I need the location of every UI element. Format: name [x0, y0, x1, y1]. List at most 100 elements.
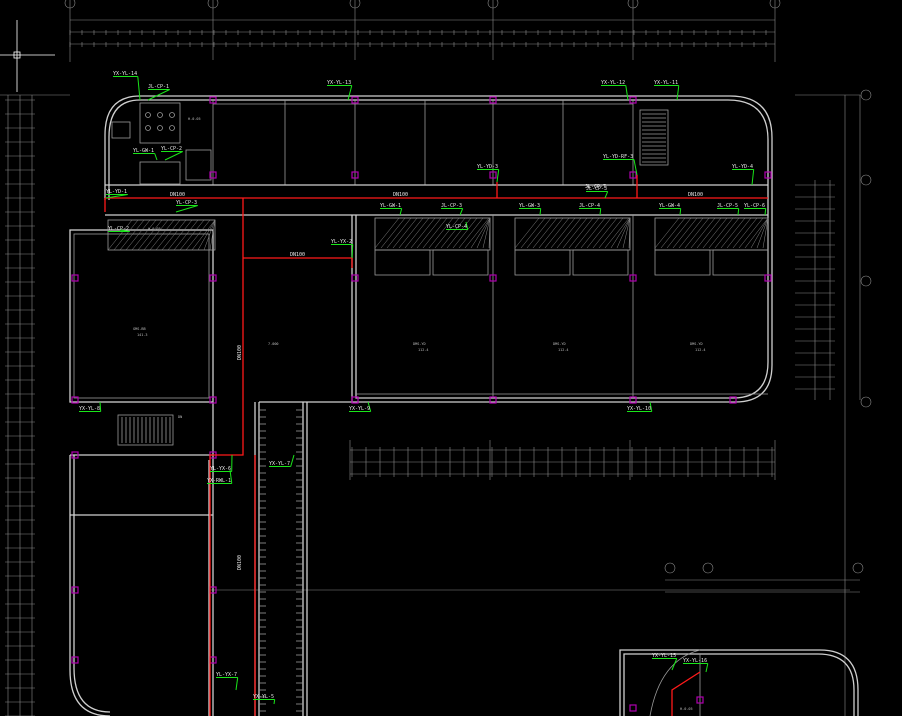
room-area-west: 141.3 [137, 333, 148, 337]
leader-line [465, 221, 469, 230]
equipment-label-row-13[interactable]: YL-CP-6 [744, 203, 765, 209]
stair-north [639, 109, 669, 166]
leader-line [137, 76, 141, 101]
equipment-label-mid-02[interactable]: YL-YD-RF-3 [603, 154, 633, 160]
equipment-label-row-08[interactable]: YL-CP-4 [446, 224, 467, 230]
equipment-label-bot-02[interactable]: YX-YL-5 [253, 694, 274, 700]
left-dimension-lines [0, 94, 70, 716]
equipment-label-row-06[interactable]: YL-GW-1 [380, 203, 401, 209]
leader-line [347, 85, 353, 101]
h-mark-lower: H-0.05 [680, 707, 693, 711]
equipment-label-top-03[interactable]: YX-YL-13 [327, 80, 351, 86]
leader-line [99, 401, 102, 412]
top-dimension-lines [69, 0, 776, 62]
leader-line [105, 194, 128, 199]
leader-line [649, 401, 653, 412]
leader-line [764, 208, 767, 216]
equipment-label-low-02[interactable]: YX-YL-9 [349, 406, 370, 412]
elevation-mark: 7.000 [268, 342, 279, 346]
leader-line [625, 85, 629, 101]
pipe-size-main-right: DN100 [393, 192, 408, 198]
corridor-hatching [259, 409, 303, 712]
equipment-label-row-11[interactable]: YL-GW-4 [659, 203, 680, 209]
pipe-size-branch: DN100 [290, 252, 305, 258]
equipment-label-bot-01[interactable]: YL-YX-7 [216, 672, 237, 678]
equipment-label-wc-02[interactable]: YL-CP-2 [161, 146, 182, 152]
equipment-label-top-02[interactable]: JL-CP-1 [148, 84, 169, 90]
equipment-label-wc-01[interactable]: YL-GW-1 [133, 148, 154, 154]
hall-name-2: DMS.YD [553, 342, 566, 346]
restroom-fixtures [111, 102, 212, 185]
pipe-size-labels: DN100 DN100 DN100 DN100 DN100 DN100 [170, 192, 703, 570]
leader-line [399, 208, 403, 216]
equipment-label-bot-04[interactable]: YX-YL-16 [683, 658, 707, 664]
leader-line [351, 244, 354, 259]
pipe-size-vertical-lower: DN100 [237, 555, 243, 570]
equipment-label-row-01[interactable]: YL-YD-1 [106, 189, 127, 195]
pipe-size-vertical-upper: DN100 [237, 345, 243, 360]
mid-dimension-lines [210, 440, 864, 593]
equipment-label-row-03[interactable]: JL-CP-7 [585, 184, 606, 190]
leader-line [539, 208, 542, 216]
leader-line [154, 153, 158, 161]
leader-line [676, 85, 680, 101]
leader-line [175, 205, 198, 213]
crosshair-cursor-icon [0, 20, 55, 92]
leader-line [119, 229, 130, 232]
h-mark-shaft: H-0.05 [148, 227, 161, 231]
pipe-size-main-left: DN100 [170, 192, 185, 198]
hall-name-1: DMS.YD [413, 342, 426, 346]
leader-line [705, 663, 709, 673]
equipment-label-low-05[interactable]: YX-RWL-1 [207, 478, 231, 484]
leader-line [671, 658, 678, 671]
equipment-label-mid-03[interactable]: YL-YD-4 [732, 164, 753, 170]
equipment-label-top-01[interactable]: YX-YL-14 [113, 71, 137, 77]
equipment-label-row-10[interactable]: JL-CP-4 [579, 203, 600, 209]
drain-pipes[interactable] [104, 175, 768, 716]
equipment-label-row-12[interactable]: JL-CP-5 [717, 203, 738, 209]
equipment-label-low-04[interactable]: YL-YX-6 [210, 466, 231, 472]
leader-line [147, 89, 170, 101]
equipment-label-low-01[interactable]: YX-YL-8 [79, 406, 100, 412]
leader-line [633, 159, 638, 176]
building-walls [69, 95, 859, 716]
pipe-size-main-far-right: DN100 [688, 192, 703, 198]
stair-mark: DN [178, 415, 182, 419]
hall-area-1: 112.4 [418, 348, 429, 352]
equipment-label-bot-03[interactable]: YX-YL-15 [652, 653, 676, 659]
equipment-label-row-09[interactable]: YL-GW-3 [519, 203, 540, 209]
structural-columns [71, 96, 772, 712]
stair-west [117, 414, 174, 446]
equipment-label-row-04[interactable]: YL-CP-3 [176, 200, 197, 206]
equipment-label-row-02[interactable]: JL-CP-3 [586, 186, 607, 192]
leader-line [229, 469, 233, 484]
equipment-label-row-05[interactable]: YL-CP-2 [108, 226, 129, 232]
leader-line [604, 191, 609, 199]
right-dimension-lines [795, 89, 872, 716]
equipment-label-row-07[interactable]: JL-CP-3 [441, 203, 462, 209]
leader-line [737, 208, 740, 216]
equipment-label-top-04[interactable]: YX-YL-12 [601, 80, 625, 86]
equipment-label-low-06[interactable]: YX-YL-7 [269, 461, 290, 467]
leader-line [459, 208, 464, 216]
leader-line [679, 208, 682, 216]
equipment-label-branch-01[interactable]: YL-YX-2 [331, 239, 352, 245]
room-name-west: GMS.BB [133, 327, 146, 331]
h-mark-restroom: H-0.05 [188, 117, 201, 121]
equipment-label-mid-01[interactable]: YL-YD-3 [477, 164, 498, 170]
leader-line [367, 401, 372, 412]
leader-line [496, 169, 500, 183]
leader-line [290, 454, 295, 467]
leader-line [751, 169, 755, 186]
equipment-label-top-05[interactable]: YX-YL-11 [654, 80, 678, 86]
hall-area-2: 112.4 [558, 348, 569, 352]
grid-bubbles-top [64, 0, 781, 9]
equipment-label-low-03[interactable]: YX-YL-10 [627, 406, 651, 412]
leader-line [599, 208, 602, 216]
hall-name-3: DMS.YD [690, 342, 703, 346]
leader-line [235, 677, 239, 691]
hall-area-3: 112.4 [695, 348, 706, 352]
leader-line [164, 151, 183, 161]
